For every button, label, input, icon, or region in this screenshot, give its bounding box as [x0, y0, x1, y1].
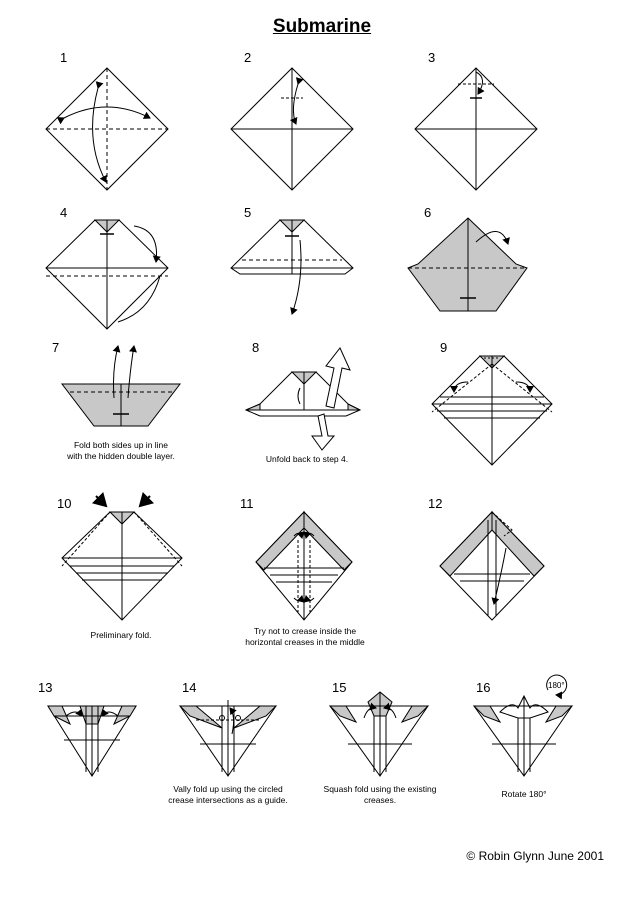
step-8-figure [244, 347, 362, 451]
step-number: 4 [60, 205, 67, 220]
step-number: 15 [332, 680, 346, 695]
step-14-figure [178, 700, 278, 777]
step-number: 5 [244, 205, 251, 220]
step-9-figure [431, 355, 553, 466]
step-5-figure [230, 219, 354, 315]
step-13-figure [47, 705, 137, 777]
step-number: 7 [52, 340, 59, 355]
page-title: Submarine [272, 16, 372, 37]
copyright-notice: © Robin Glynn June 2001 [466, 849, 604, 863]
step-11-caption: Try not to crease inside the horizontal … [245, 626, 365, 647]
step-number: 12 [428, 496, 442, 511]
step-number: 9 [440, 340, 447, 355]
step-number: 11 [240, 496, 254, 511]
step-number: 8 [252, 340, 259, 355]
step-number: 14 [182, 680, 196, 695]
rotate-180-icon: 180° [546, 674, 568, 700]
step-1-figure [45, 67, 169, 191]
step-number: 10 [57, 496, 71, 511]
step-11-figure [255, 510, 353, 621]
step-16-figure [472, 694, 574, 777]
step-number: 3 [428, 50, 435, 65]
step-8-caption: Unfold back to step 4. [265, 454, 349, 464]
step-2-figure [230, 67, 354, 191]
step-3-figure [414, 67, 538, 191]
rotate-badge-text: 180° [548, 681, 565, 690]
step-number: 16 [476, 680, 490, 695]
step-15-figure [328, 691, 430, 777]
step-12-figure [439, 510, 545, 621]
step-14-caption: Vally fold up using the circled crease i… [168, 784, 288, 805]
step-10-caption: Preliminary fold. [90, 630, 152, 640]
step-number: 13 [38, 680, 52, 695]
step-7-caption: Fold both sides up in line with the hidd… [67, 440, 175, 461]
step-number: 1 [60, 50, 67, 65]
step-15-caption: Squash fold using the existing creases. [323, 784, 437, 805]
step-10-figure [61, 491, 183, 621]
step-6-figure [407, 217, 528, 312]
step-16-caption: Rotate 180° [501, 789, 547, 799]
step-number: 6 [424, 205, 431, 220]
step-number: 2 [244, 50, 251, 65]
step-7-figure [60, 345, 182, 427]
step-4-figure [45, 219, 169, 330]
